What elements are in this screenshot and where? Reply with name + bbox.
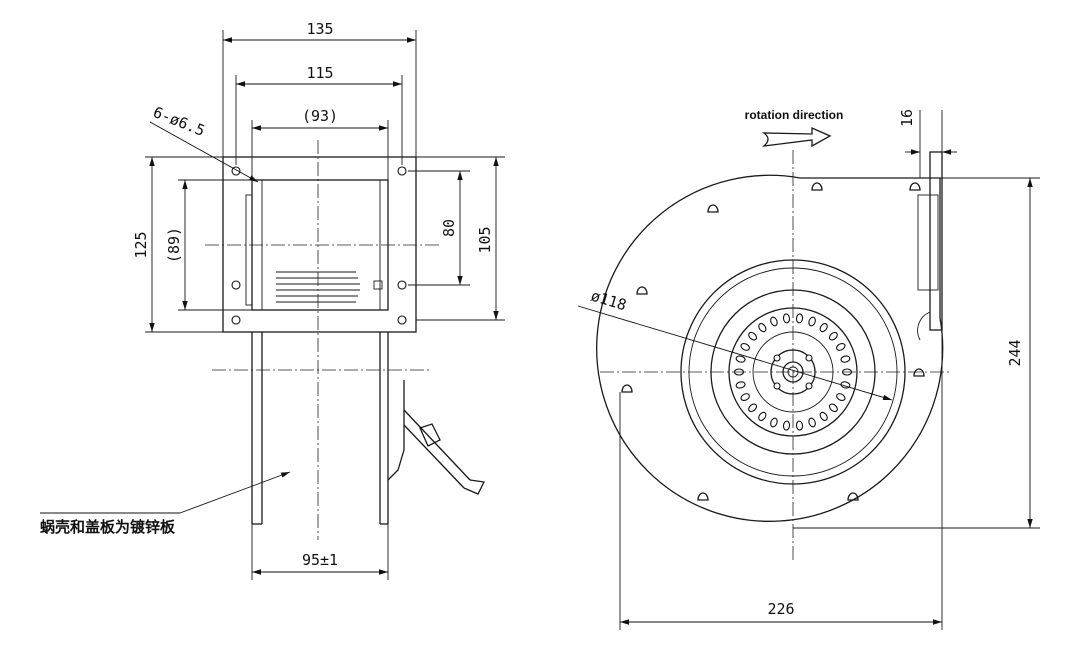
dim-115: 115 xyxy=(306,64,333,82)
dim-93: (93) xyxy=(302,107,338,125)
rotor-slot xyxy=(758,411,767,422)
material-note: 蜗壳和盖板为镀锌板 xyxy=(40,518,176,536)
rotor-slots xyxy=(733,313,853,431)
rotor-slot xyxy=(795,420,804,431)
rotation-arrow-icon xyxy=(761,126,832,148)
rotor-slot xyxy=(840,355,851,363)
dim-95: 95±1 xyxy=(302,551,338,569)
impeller-ribs xyxy=(276,271,383,303)
rotor-slot xyxy=(828,403,838,413)
rotor-slot xyxy=(758,322,767,333)
rotor-slot xyxy=(735,355,746,363)
housing-body xyxy=(251,332,405,525)
rotor-slot xyxy=(735,381,746,389)
rotor-slot xyxy=(808,417,816,428)
front-view: rotation direction 16 ø118 244 226 xyxy=(577,108,1040,630)
motor-cable xyxy=(403,409,485,495)
rotor-slot xyxy=(836,342,846,351)
rotor-slot xyxy=(782,313,791,324)
rotor-slot xyxy=(782,420,791,431)
rotor-slot xyxy=(828,331,838,341)
side-view: 135 115 (93) 6-ø6.5 125 (89) 80 105 95±1… xyxy=(40,20,505,580)
hub-holes xyxy=(773,354,813,390)
rotor-slot xyxy=(748,403,758,413)
rotor-slot xyxy=(740,342,750,351)
dim-105: 105 xyxy=(476,226,494,253)
dim-125: 125 xyxy=(132,231,150,258)
scroll-housing xyxy=(596,174,944,522)
rotor-slot xyxy=(819,411,828,422)
dim-226: 226 xyxy=(767,600,794,618)
rotor-slot xyxy=(740,393,750,402)
dim-holes: 6-ø6.5 xyxy=(151,103,208,140)
rotor-slot xyxy=(836,393,846,402)
rotor-slot xyxy=(795,313,804,324)
mounting-holes xyxy=(231,166,407,325)
outlet-flange xyxy=(917,151,943,341)
dim-89: (89) xyxy=(165,227,183,263)
rotation-label: rotation direction xyxy=(745,108,844,122)
dim-118: ø118 xyxy=(589,287,629,315)
dim-16: 16 xyxy=(898,109,916,127)
rotor-slot xyxy=(819,322,828,333)
housing-tabs xyxy=(621,182,925,501)
dim-80: 80 xyxy=(440,219,458,237)
rotor-slot xyxy=(770,417,778,428)
rotor-slot xyxy=(748,331,758,341)
dim-135: 135 xyxy=(306,20,333,38)
rotor-slot xyxy=(770,316,778,327)
rotor-slot xyxy=(808,316,816,327)
mounting-flange xyxy=(222,156,417,333)
dim-244: 244 xyxy=(1006,339,1024,366)
